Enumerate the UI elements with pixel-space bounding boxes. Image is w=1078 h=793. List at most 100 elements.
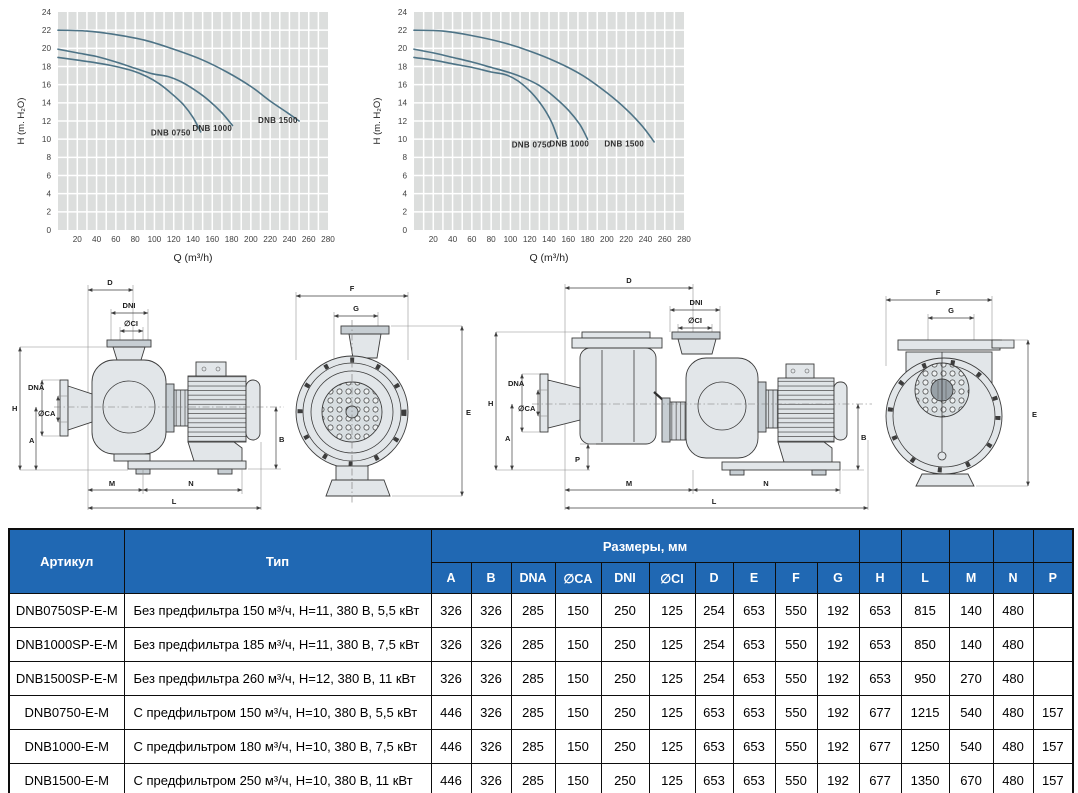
dim-cell: 1250 [900,729,950,764]
y-tick-label: 4 [402,189,407,198]
type-cell: Без предфильтра 185 м³/ч, Н=11, 380 В, 7… [123,627,432,662]
dim-label-f: F [350,284,355,293]
y-tick-label: 14 [42,99,52,108]
dim-cell: 285 [510,627,556,662]
dim-cell: 653 [732,593,776,628]
x-tick-label: 260 [302,235,316,244]
x-tick-label: 220 [619,235,633,244]
x-tick-label: 20 [73,235,83,244]
x-tick-label: 100 [504,235,518,244]
dim-cell: 653 [732,695,776,730]
dim-cell: 140 [948,593,994,628]
dim-cell: 254 [694,627,734,662]
dim-cell: 326 [470,729,512,764]
x-tick-label: 100 [148,235,162,244]
dim-cell: 550 [774,695,818,730]
pump-front-view-with-prefilter-drawing: F G E [885,288,1037,487]
dim-cell: 150 [554,729,602,764]
dim-cell: 446 [430,695,472,730]
dim-label-oca: ∅CA [38,409,56,418]
dim-cell: 192 [816,593,860,628]
dim-col-header: DNI [600,562,650,594]
dim-cell: 285 [510,729,556,764]
dim-cell: 670 [948,763,994,793]
dim-label-l: L [712,497,717,506]
dim-cell: 677 [858,763,902,793]
type-cell: С предфильтром 150 м³/ч, Н=10, 380 В, 5,… [123,695,432,730]
dim-col-header: N [992,562,1034,594]
dim-cell: 150 [554,661,602,696]
x-tick-label: 280 [677,235,691,244]
y-tick-label: 4 [46,189,51,198]
dim-label-h: H [488,399,493,408]
y-tick-label: 16 [398,80,408,89]
y-tick-label: 12 [42,117,52,126]
x-tick-label: 240 [283,235,297,244]
dim-cell: 653 [732,729,776,764]
y-tick-label: 24 [42,8,52,17]
y-tick-label: 8 [46,153,51,162]
dim-cell: 157 [1032,763,1074,793]
dim-label-dni: DNI [123,301,136,310]
y-tick-label: 2 [402,208,407,217]
dim-cell: 250 [600,763,650,793]
dim-cell [1032,661,1074,696]
x-tick-label: 120 [167,235,181,244]
dim-cell: 326 [470,661,512,696]
article-cell: DNB0750SP-E-M [8,593,125,628]
dim-col-header: A [430,562,472,594]
dim-cell: 285 [510,661,556,696]
dim-cell: 150 [554,627,602,662]
article-cell: DNB1000-E-M [8,729,125,764]
dim-cell: 250 [600,695,650,730]
dim-label-f: F [936,288,941,297]
x-axis-title: Q (m³/h) [173,252,212,264]
dim-cell: 285 [510,695,556,730]
y-tick-label: 22 [42,26,52,35]
x-tick-label: 180 [225,235,239,244]
dim-cell: 653 [694,729,734,764]
dim-cell: 653 [732,661,776,696]
x-tick-label: 80 [487,235,497,244]
x-tick-label: 140 [186,235,200,244]
type-cell: С предфильтром 250 м³/ч, Н=10, 380 В, 11… [123,763,432,793]
dim-label-d: D [626,276,632,285]
dim-cell: 850 [900,627,950,662]
y-tick-label: 10 [42,135,52,144]
dim-col-header: G [816,562,860,594]
dim-cell: 950 [900,661,950,696]
dim-label-e: E [1032,410,1037,419]
dim-cell: 192 [816,763,860,793]
y-tick-label: 12 [398,117,408,126]
y-tick-label: 18 [398,62,408,71]
dim-cell: 250 [600,661,650,696]
y-tick-label: 24 [398,8,408,17]
x-tick-label: 40 [448,235,458,244]
dim-col-header: B [470,562,512,594]
dim-label-a: A [29,436,35,445]
dim-cell: 550 [774,661,818,696]
dim-cell: 540 [948,729,994,764]
empty-header-cell [992,528,1034,563]
empty-header-cell [948,528,994,563]
curve-label: DNB 1000 [549,139,589,148]
type-header: Тип [123,528,432,594]
dim-cell: 540 [948,695,994,730]
type-cell: Без предфильтра 150 м³/ч, Н=11, 380 В, 5… [123,593,432,628]
sizes-header: Размеры, мм [430,528,860,563]
dim-cell: 480 [992,593,1034,628]
y-axis-title: H (m. H₂O) [372,98,383,145]
dim-cell: 250 [600,627,650,662]
dim-cell: 1215 [900,695,950,730]
dim-cell [1032,627,1074,662]
dim-cell: 254 [694,661,734,696]
dim-cell: 125 [648,661,696,696]
dim-cell: 192 [816,729,860,764]
